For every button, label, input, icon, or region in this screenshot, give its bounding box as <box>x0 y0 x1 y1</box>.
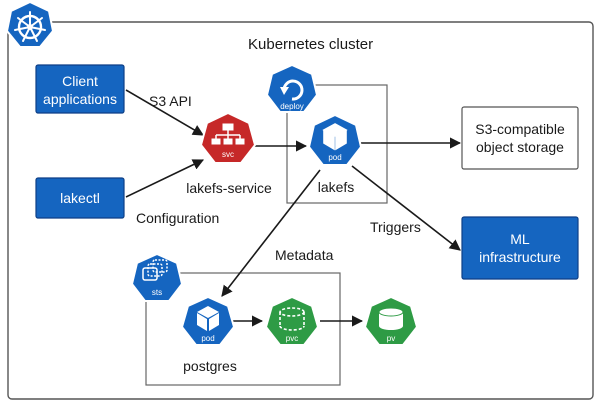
deploy-node: deploy <box>265 63 319 113</box>
ml-label-line2: infrastructure <box>479 249 561 265</box>
svc-badge: svc <box>222 150 234 159</box>
client-label-line1: Client <box>62 73 98 89</box>
lakefs-to-ml-connector <box>351 165 461 251</box>
ml-infrastructure-box: ML infrastructure <box>461 216 579 280</box>
cluster-boundary <box>7 21 594 400</box>
cube-icon <box>197 306 219 331</box>
client-label-line2: applications <box>43 91 117 107</box>
cylinder-icon <box>378 307 404 330</box>
configuration-connector <box>125 159 205 198</box>
refresh-cycle-icon <box>280 79 304 101</box>
pv-node: pv <box>363 295 419 346</box>
postgres-pod-node: pod <box>180 295 236 346</box>
triggers-label: Triggers <box>370 219 421 235</box>
lakectl-box: lakectl <box>35 177 125 219</box>
stacked-disks-icon <box>142 259 168 281</box>
cluster-title: Kubernetes cluster <box>248 36 373 53</box>
lakefs-pod-node: pod <box>307 113 363 166</box>
kubernetes-icon <box>5 0 55 48</box>
sts-badge: sts <box>152 288 162 297</box>
metadata-connector <box>221 169 321 297</box>
ml-label-line1: ML <box>510 231 530 247</box>
s3-label-line2: object storage <box>476 139 564 155</box>
cube-icon <box>322 123 348 151</box>
pv-badge: pv <box>387 334 395 343</box>
metadata-label: Metadata <box>275 247 334 263</box>
postgres-statefulset-box <box>145 272 341 386</box>
lakectl-label: lakectl <box>60 190 100 206</box>
pvc-node: pvc <box>264 295 320 346</box>
s3-storage-box: S3-compatible object storage <box>461 106 579 170</box>
s3-api-label: S3 API <box>149 93 192 109</box>
client-applications-box: Client applications <box>35 64 125 114</box>
s3-api-connector <box>125 89 204 136</box>
postgres-pod-badge: pod <box>201 334 214 343</box>
s3-label-line1: S3-compatible <box>475 121 565 137</box>
pvc-badge: pvc <box>286 334 298 343</box>
lakefs-deployment-box <box>286 84 388 204</box>
dashed-cylinder-icon <box>279 307 305 331</box>
lakefs-label: lakefs <box>318 179 355 195</box>
configuration-label: Configuration <box>136 210 219 226</box>
postgres-label: postgres <box>183 358 237 374</box>
deploy-badge: deploy <box>280 102 304 111</box>
svc-node: svc <box>199 111 257 164</box>
network-tree-icon <box>211 123 245 145</box>
sts-node: sts <box>130 252 184 302</box>
lakefs-pod-badge: pod <box>328 153 341 162</box>
svc-label: lakefs-service <box>186 180 272 196</box>
